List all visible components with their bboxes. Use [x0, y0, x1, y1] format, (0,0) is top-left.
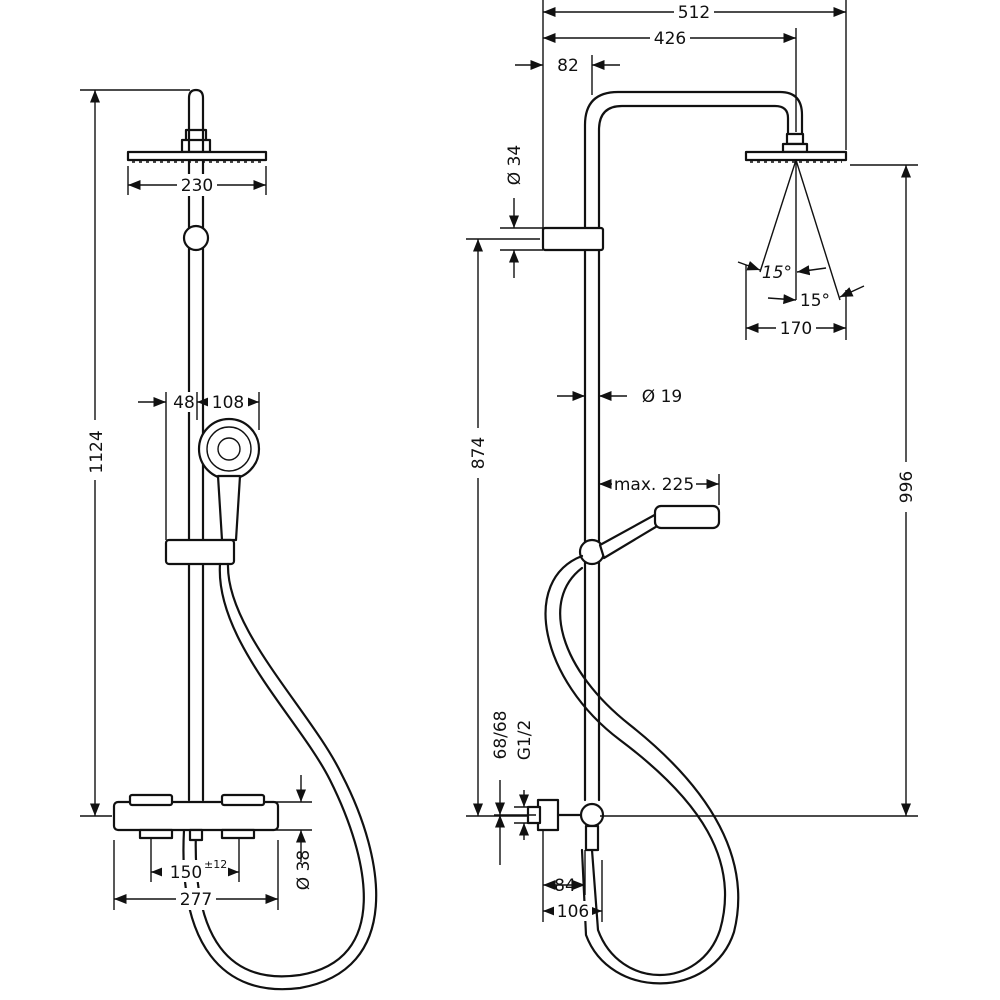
dim-mixer-centers-tolerance: ±12: [204, 858, 227, 871]
dim-wall-offset: 82: [557, 56, 579, 76]
front-view: 1124 230 48 108 150 ±12 277: [80, 88, 378, 991]
dim-mixer-centers-value: 150: [170, 863, 202, 883]
dim-handshower-diameter: 108: [212, 393, 244, 413]
dim-mixer-diameter: Ø 38: [294, 850, 314, 890]
dim-depth-2: 106: [557, 902, 589, 922]
dim-head-diameter: 170: [780, 319, 812, 339]
dim-head-height: 996: [897, 471, 917, 503]
front-slider-ball: [182, 224, 210, 252]
side-hand-shower: [598, 504, 721, 560]
dim-thread: G1/2: [515, 720, 535, 761]
front-overhead-shower: [126, 150, 268, 163]
dim-mixer-width: 277: [180, 890, 212, 910]
side-overhead-shower: [744, 150, 848, 162]
dim-bracket-height: 874: [469, 437, 489, 469]
dim-rail-diameter: Ø 19: [642, 387, 682, 407]
dim-mixer-centers: 150: [170, 863, 202, 883]
side-hose: [544, 554, 727, 976]
dim-head-width: 230: [181, 176, 213, 196]
dim-depth-1: 84: [554, 876, 576, 896]
dim-hose-reach: max. 225: [614, 475, 694, 495]
front-hose: [194, 562, 365, 978]
side-head-connector: [785, 132, 805, 146]
dim-spray-angle-2: 15°: [800, 291, 830, 311]
front-head-connector: [180, 128, 212, 154]
dim-overall-projection: 512: [678, 3, 710, 23]
dim-spray-angle-1: 15°: [762, 263, 792, 283]
dim-arm-projection: 426: [654, 29, 686, 49]
dim-handshower-offset: 48: [173, 393, 195, 413]
side-wall-bracket: [541, 226, 605, 252]
front-thermostat-mixer: [112, 793, 280, 842]
front-holder: [164, 538, 236, 566]
front-riser-rail: [187, 88, 205, 802]
side-view: 512 426 82 Ø 34 874 996 15°: [466, 0, 918, 985]
side-riser-rail: [583, 90, 804, 802]
dim-overall-height: 1124: [87, 430, 107, 473]
dim-connection-spacing: 68/68: [491, 711, 511, 760]
front-hand-shower: [197, 417, 261, 542]
dim-bracket-diameter: Ø 34: [505, 145, 525, 185]
